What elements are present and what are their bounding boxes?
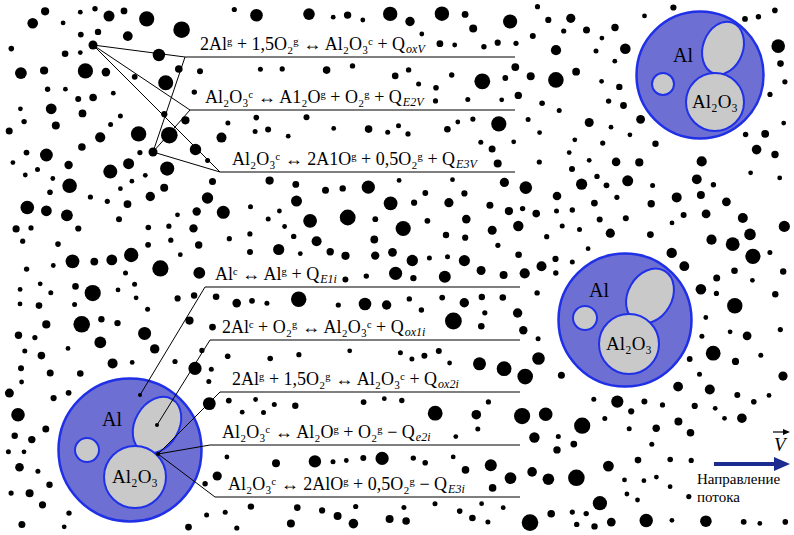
underlines	[185, 57, 520, 497]
dot-field	[5, 4, 790, 531]
oxide-label: Al₂O₃	[692, 91, 738, 113]
reaction-equation: Al₂O₃ᶜ ↔ A1₂Oᵍ + O₂ᵍ + Q	[205, 86, 402, 108]
velocity-symbol: V	[774, 434, 786, 456]
metal-label: Al	[102, 408, 122, 430]
particle-circle: AlAl₂O₃	[57, 377, 203, 523]
reaction-equation: Al₂O₃ᶜ ↔ Al₂Oᵍ + O₂ᵍ − Q	[222, 421, 415, 443]
particle-circle: AlAl₂O₃	[635, 10, 765, 140]
oxide-inclusion: Al₂O₃	[685, 72, 745, 132]
reaction-equation: 2Alᶜ + O₂ᵍ ↔ Al₂O₃ᶜ + Q	[222, 316, 404, 338]
heat-subscript: oxV	[406, 42, 425, 56]
heat-subscript: E1i	[320, 272, 337, 286]
flow-direction-note: Направление потока	[697, 470, 793, 506]
reaction-equation: 2Alᵍ + 1,5O₂ᵍ ↔ Al₂O₃ᶜ + Q	[232, 368, 437, 390]
reaction-equation: Alᶜ ↔ Alᵍ + Q	[215, 263, 319, 285]
oxide-label: Al₂O₃	[606, 333, 652, 355]
heat-subscript: ox2i	[438, 377, 459, 391]
reaction-equation: 2Alᵍ + 1,5O₂ᵍ ↔ Al₂O₃ᶜ + Q	[200, 33, 405, 55]
metal-label: Al	[589, 279, 609, 301]
reaction-equation: Al₂O₃ᶜ ↔ 2AlOᵍ + 0,5O₂ᵍ − Q	[228, 473, 447, 495]
leader-lines	[93, 45, 220, 497]
oxide-inclusion: Al₂O₃	[103, 445, 167, 509]
leader-points	[89, 41, 161, 457]
flow-arrow	[714, 429, 790, 471]
heat-subscript: E3i	[448, 482, 465, 496]
particle-circle: AlAl₂O₃	[557, 252, 693, 388]
reaction-equation: Al₂O₃ᶜ ↔ 2A1Oᵍ + 0,5O₂ᵍ + Q	[232, 148, 455, 170]
heat-subscript: ox1i	[405, 325, 426, 339]
heat-subscript: E3V	[456, 157, 477, 171]
heat-subscript: E2V	[403, 95, 424, 109]
heat-subscript: e2i	[416, 430, 431, 444]
oxide-inclusion: Al₂O₃	[598, 313, 660, 375]
metal-label: Al	[673, 44, 693, 66]
oxide-label: Al₂O₃	[112, 466, 158, 488]
